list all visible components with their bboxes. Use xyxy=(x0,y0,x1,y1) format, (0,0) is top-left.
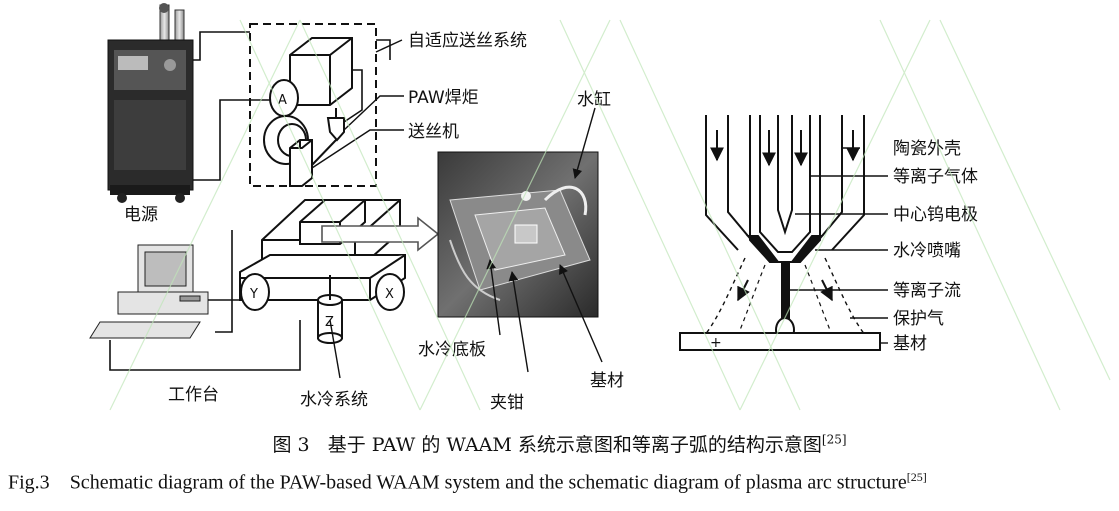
caption-cn-prefix: 图 3 xyxy=(272,434,310,456)
computer-icon xyxy=(89,244,209,339)
label-plasma-gas: 等离子气体 xyxy=(893,167,978,187)
plasma-torch-structure xyxy=(679,115,881,351)
caption-en-prefix: Fig.3 xyxy=(8,471,50,494)
caption-en-text: Schematic diagram of the PAW-based WAAM … xyxy=(69,471,907,494)
label-ceramic-shell: 陶瓷外壳 xyxy=(893,139,961,159)
label-water-tank: 水缸 xyxy=(577,89,611,110)
label-paw-torch: PAW焊炬 xyxy=(408,88,479,108)
label-worktable: 工作台 xyxy=(168,385,219,405)
label-substrate-left: 基材 xyxy=(590,371,624,391)
label-wire-feeder: 送丝机 xyxy=(408,122,459,142)
label-shielding-gas: 保护气 xyxy=(893,309,944,329)
label-clamp: 夹钳 xyxy=(490,393,524,413)
axis-label-a: A xyxy=(278,93,287,108)
axis-label-x: X xyxy=(385,287,394,302)
label-power-supply: 电源 xyxy=(124,205,158,225)
caption-en-ref: [25] xyxy=(906,470,927,484)
label-tungsten-electrode: 中心钨电极 xyxy=(893,205,978,225)
label-substrate-right: 基材 xyxy=(893,334,927,354)
label-plasma-stream: 等离子流 xyxy=(893,281,961,301)
xyz-worktable xyxy=(239,199,406,344)
label-water-cooled-plate: 水冷底板 xyxy=(418,340,486,360)
power-supply-machine xyxy=(107,3,194,203)
caption-chinese: 图 3 基于 PAW 的 WAAM 系统示意图和等离子弧的结构示意图[25] xyxy=(0,430,1119,457)
label-wire-feed-system: 自适应送丝系统 xyxy=(408,31,527,51)
polarity-plus: + xyxy=(710,335,722,351)
wire-feed-system xyxy=(249,23,377,187)
caption-cn-ref: [25] xyxy=(821,432,847,447)
label-water-cooling-system: 水冷系统 xyxy=(300,390,368,410)
axis-label-z: Z xyxy=(325,315,334,330)
axis-label-y: Y xyxy=(249,287,258,302)
caption-cn-text: 基于 PAW 的 WAAM 系统示意图和等离子弧的结构示意图 xyxy=(327,434,822,456)
caption-english: Fig.3 Schematic diagram of the PAW-based… xyxy=(8,470,927,495)
label-water-cooled-nozzle: 水冷喷嘴 xyxy=(893,241,961,261)
workpiece-photo xyxy=(437,151,599,318)
